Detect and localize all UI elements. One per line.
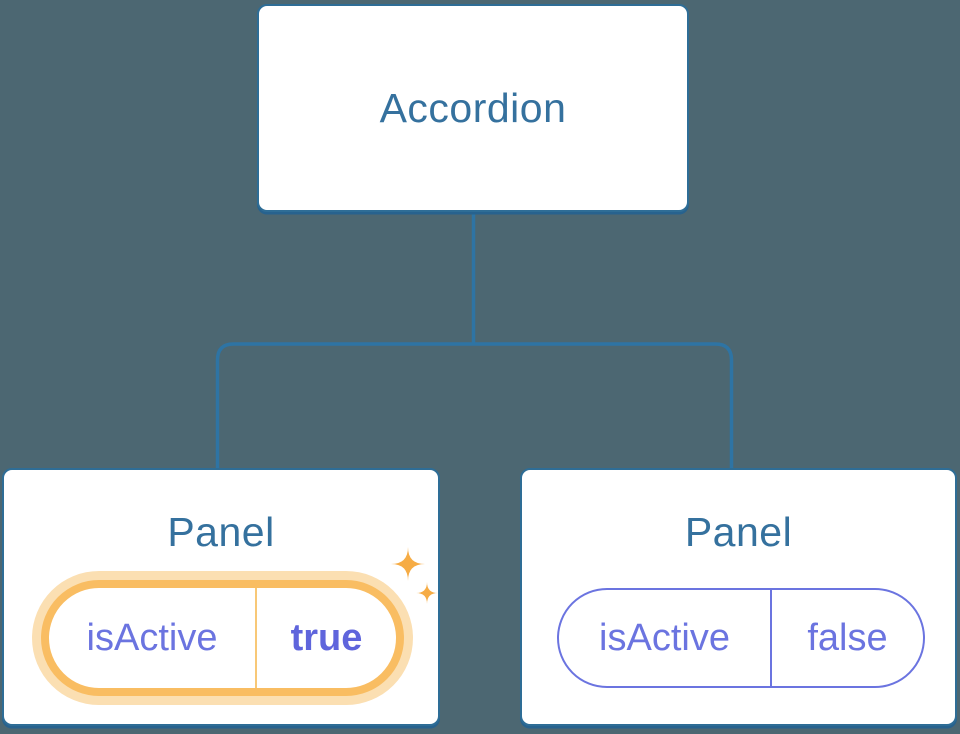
component-node-accordion: Accordion (257, 4, 689, 212)
state-name-label: isActive (86, 617, 218, 659)
panel-node-label: Panel (167, 509, 275, 555)
state-name-label: isActive (599, 617, 730, 659)
state-value-cell: false (772, 590, 923, 686)
component-node-panel-active: Panel isActive true (2, 468, 440, 726)
state-value-label: true (290, 617, 363, 659)
state-pill-inactive: isActive false (557, 588, 925, 688)
accordion-node-label: Accordion (379, 84, 567, 131)
state-value-cell: true (257, 588, 396, 688)
state-pill-active: isActive true (41, 580, 404, 696)
sparkle-icon (391, 547, 425, 581)
state-name-cell: isActive (49, 588, 257, 688)
sparkles-icon (391, 547, 438, 604)
sparkle-icon (416, 582, 438, 604)
component-node-panel-inactive: Panel isActive false (520, 468, 957, 726)
state-value-label: false (807, 617, 888, 659)
connector-branch (215, 342, 734, 470)
state-name-cell: isActive (559, 590, 772, 686)
panel-node-label: Panel (684, 509, 793, 555)
